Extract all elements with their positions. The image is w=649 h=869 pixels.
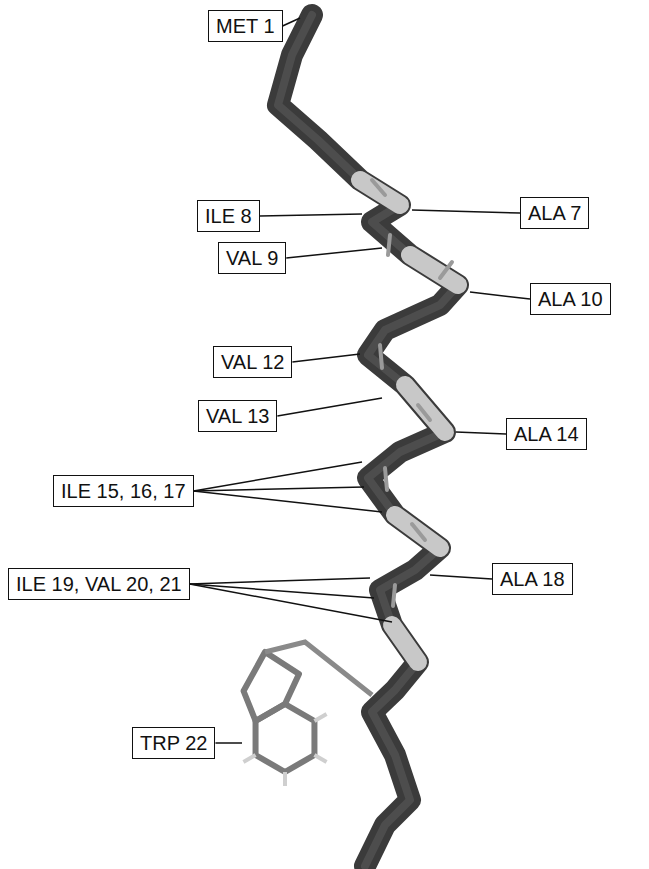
hydrogen-stick — [314, 755, 326, 762]
leader-line — [194, 487, 364, 491]
residue-label-box: MET 1 — [208, 10, 283, 42]
residue-label: MET 1 — [216, 14, 275, 38]
residue-label: ALA 14 — [514, 422, 579, 446]
residue-label-box: ILE 8 — [197, 200, 260, 232]
hydrogen-stick — [314, 714, 326, 721]
residue-label-box: ILE 19, VAL 20, 21 — [8, 568, 190, 600]
hydrogen-stick — [243, 755, 255, 762]
leader-line — [470, 292, 530, 299]
side-chain — [440, 262, 452, 278]
residue-label-box: ALA 14 — [506, 418, 587, 450]
leader-line — [430, 575, 492, 579]
leader-line — [215, 742, 242, 744]
backbone-tube — [278, 15, 458, 866]
side-chain — [388, 235, 390, 255]
alanine-segment — [360, 180, 400, 205]
alanine-segment — [410, 255, 458, 285]
alanine-segment — [405, 385, 445, 432]
residue-label: ALA 10 — [538, 287, 603, 311]
side-chain — [380, 345, 382, 368]
leader-line — [277, 398, 382, 416]
residue-label: VAL 9 — [226, 246, 278, 270]
leader-line — [190, 584, 374, 598]
alanine-segment — [395, 515, 440, 548]
residue-label-box: ILE 15, 16, 17 — [53, 475, 194, 507]
side-chain — [385, 468, 387, 490]
side-chain — [418, 405, 430, 420]
residue-label-box: VAL 12 — [213, 346, 292, 378]
residue-label-box: TRP 22 — [132, 727, 215, 759]
residue-label-box: VAL 9 — [218, 242, 286, 274]
residue-label: ALA 18 — [500, 567, 565, 591]
leader-line — [190, 584, 392, 622]
side-chain — [265, 642, 372, 695]
leader-line — [283, 18, 300, 26]
leader-line — [412, 210, 520, 213]
leader-line — [194, 491, 382, 512]
helix-backbone — [278, 15, 458, 866]
residue-label-box: ALA 7 — [520, 197, 589, 229]
residue-label: ILE 19, VAL 20, 21 — [16, 572, 182, 596]
residue-label: ILE 8 — [205, 204, 252, 228]
residue-label: VAL 12 — [221, 350, 284, 374]
residue-label-box: ALA 10 — [530, 283, 611, 315]
hydrogen-stick — [283, 772, 287, 786]
alanine-segment — [392, 625, 418, 662]
residue-label-box: VAL 13 — [198, 400, 277, 432]
tryptophan-ring — [243, 642, 372, 786]
residue-label: VAL 13 — [206, 404, 269, 428]
leader-lines — [190, 18, 530, 743]
leader-line — [286, 248, 382, 258]
leader-line — [456, 432, 506, 434]
backbone-highlight — [278, 15, 458, 866]
side-chain — [412, 524, 425, 540]
side-chain — [393, 585, 395, 606]
leader-line — [292, 354, 360, 362]
pyrrole-ring — [244, 652, 299, 721]
leader-line — [194, 462, 362, 491]
residue-label-box: ALA 18 — [492, 563, 573, 595]
residue-label: TRP 22 — [140, 731, 207, 755]
residue-label: ILE 15, 16, 17 — [61, 479, 186, 503]
leader-line — [260, 214, 362, 216]
side-chain — [372, 180, 385, 195]
leader-line — [190, 578, 370, 584]
residue-label: ALA 7 — [528, 201, 581, 225]
